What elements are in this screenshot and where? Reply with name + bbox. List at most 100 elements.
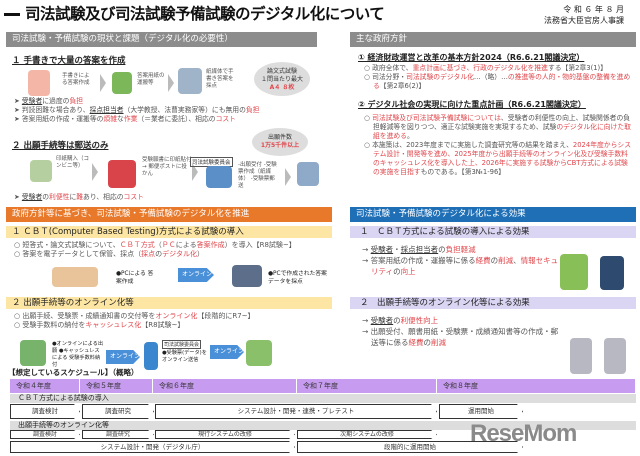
bullet-text: 答案を電子データとして保管、採点（	[22, 250, 142, 258]
highlight-text: 難	[76, 193, 84, 201]
person-pc-illustration	[570, 338, 592, 374]
bullet-text: の	[438, 245, 446, 254]
bullet-text: （＝業者に委託）、相応の	[137, 115, 216, 123]
highlight-text: 経費	[408, 338, 424, 347]
online-arrow: オンライン	[178, 268, 214, 282]
bubble-line: 出願件数	[267, 134, 292, 141]
section-header-policy: 主な政府方針	[350, 32, 636, 47]
effect2-bullets: → 受験者の利便性向上 → 出願受付、願書用紙・受験票・成績通知書等の作成・郵送等…	[362, 315, 562, 348]
title-text: 司法試験及び司法試験予備試験のデジタル化について	[25, 5, 385, 23]
bullet-text: の	[42, 193, 50, 201]
resemom-watermark-logo: ReseMom	[470, 420, 577, 447]
bullet-text: 受験者	[21, 193, 43, 201]
highlight-text: 司法試験のデジタル化	[406, 73, 474, 81]
bullet-text: 【段階的にR7~】	[197, 312, 255, 320]
bullet-text: 出願受付、願書用紙・受験票・成績通知書等の作成・郵送等に係る	[370, 327, 559, 347]
highlight-text: 利便性向上	[400, 316, 439, 325]
bullet-item: ➤ 受験者に過度の負担	[14, 97, 84, 105]
bullet-text: ）	[197, 250, 205, 258]
date-block: 令 和 ６ 年 ８ 月法務省大臣官房人事課	[544, 4, 624, 26]
phase-arrow: 次期システムの改修	[297, 430, 437, 439]
page-title: 司法試験及び司法試験予備試験のデジタル化について	[4, 2, 385, 24]
year-header: 令和６年度	[153, 379, 297, 393]
highlight-text: 重点計画に基づき、行政のデジタル化を推進	[412, 64, 548, 72]
bullet-text: 本施策は、2023年度までに実施した調査研究等の結果を踏まえ、	[372, 141, 573, 149]
carrying-illustration	[112, 72, 132, 94]
online-heading: ２ 出願手続等のオンライン化等	[6, 297, 332, 309]
phase-arrow: 調査検討	[10, 404, 80, 419]
bullet-text: 採点担当者	[400, 245, 439, 254]
bubble-emphasis: A４ ８枚	[269, 84, 295, 91]
highlight-text: 作業	[123, 115, 138, 123]
bullet-text: 政府全体で、	[372, 64, 413, 72]
organization: 法務省大臣官房人事課	[544, 16, 624, 25]
section-header-promote: 政府方針等に基づき、司法試験・予備試験のデジタル化を推進	[6, 207, 332, 222]
chevron-right-icon	[100, 74, 106, 92]
title-dash-icon	[4, 13, 20, 16]
bullet-text: 受験手数料の納付を	[22, 321, 86, 329]
bullet-text: の	[155, 250, 163, 258]
bullet-text: 判読困難な場合あり、	[21, 106, 90, 114]
bullet-text: に	[69, 193, 77, 201]
convenience-store-illustration	[30, 160, 52, 182]
bullet-item: ○ 短答式・論文式試験について、ＣＢＴ方式（ＰＣによる答案作成）を導入【R8試験…	[14, 241, 296, 249]
cbt-note-grading: ●PCで作成された答案 データを採点	[268, 271, 327, 285]
students-writing-illustration	[28, 70, 50, 96]
highlight-text: コスト	[215, 115, 236, 123]
bubble-line: 論文式試験	[266, 68, 297, 75]
online-arrow: オンライン	[106, 350, 140, 364]
bullet-item: ➤ 答案用紙の作成・運搬等の煩雑な作業（＝業者に委託）、相応のコスト	[14, 115, 236, 123]
bullet-text: …（略）…	[473, 73, 508, 81]
highlight-text: 負担軽減	[445, 245, 476, 254]
step-text: 印紙購入（コンビニ等）	[56, 156, 90, 169]
online-arrow: オンライン	[210, 345, 244, 359]
highlight-text: コスト	[123, 193, 144, 201]
schedule-row-cbt: ＣＢＴ方式による試験の導入	[10, 394, 636, 403]
highlight-text: のデジタル化に向けた取組を進める	[373, 123, 631, 140]
bullet-text: 受験者	[370, 316, 394, 325]
bullet-text: 【第2章6(2)】	[379, 82, 426, 90]
bullet-text: （大学教授、法曹実務家等）にも無用の	[123, 106, 246, 114]
highlight-text: 司法試験及び司法試験予備試験については	[372, 114, 501, 122]
applicant-receive-illustration	[246, 340, 272, 366]
year-header: 令和４年度	[10, 379, 80, 393]
bullet-item: ○ 司法試験及び司法試験予備試験については、受験者の利便性の向上、試験関係者の負…	[364, 114, 631, 140]
bullet-text: 【R8試験~】	[141, 321, 185, 329]
highlight-text: 削減	[431, 338, 446, 347]
item1-heading: １ 手書きで大量の答案を作成	[12, 56, 126, 66]
highlight-text: オンライン化	[155, 312, 198, 320]
bullet-text: （	[154, 241, 162, 249]
grader-illustration	[178, 68, 202, 94]
building-illustration	[144, 342, 158, 370]
bullet-text: 、受験者の利便性の向上、試験関係者の負担軽減等を図りつつ、適正な試験実施を実現す…	[373, 114, 631, 131]
online-note-applicant: ●オンラインによる出願 ●キャッシュレスによる 受験手数料納付	[52, 341, 104, 368]
committee-label: 司法試験委員会	[162, 340, 202, 349]
highlight-text: 煩雑	[103, 115, 118, 123]
bullet-text: ）を導入【R8試験~】	[224, 241, 296, 249]
phase-arrow: システム設計・開発・連携・プレテスト	[155, 404, 437, 419]
bullet-text: 、	[513, 256, 521, 265]
phase-arrow: 調査研究	[82, 404, 154, 419]
step-text: 答案用紙の運搬等	[137, 73, 165, 86]
bullet-item: ○ 受験手数料の納付をキャッシュレス化【R8試験~】	[14, 321, 185, 329]
highlight-text: キャッシュレス化	[85, 321, 142, 329]
step-text: 受験願書に印紙貼付 → 郵便ポストに投かん	[142, 157, 192, 177]
bullet-text: 出願手続、受験票・成績通知書の交付等を	[22, 312, 156, 320]
schedule-title: 【想定しているスケジュール】（概略）	[8, 368, 139, 377]
bullet-item: ➤ 判読困難な場合あり、採点担当者（大学教授、法曹実務家等）にも無用の負担	[14, 106, 260, 114]
online-note-ticket: ●受験票(データ)を オンライン送信	[162, 350, 207, 363]
bullet-text: な	[117, 115, 124, 123]
step-text: 紙媒体で手書き答案を採点	[206, 69, 234, 89]
bullet-text: 受験者	[370, 245, 394, 254]
bullet-item: → 受験者の利便性向上	[362, 316, 439, 325]
bullet-item: → 答案用紙の作成・運搬等に係る経費の削減、情報セキュリティの向上	[362, 256, 559, 276]
bullet-item: → 出願受付、願書用紙・受験票・成績通知書等の作成・郵送等に係る経費の削減	[362, 327, 559, 347]
policy2-bullets: ○ 司法試験及び司法試験予備試験については、受験者の利便性の向上、試験関係者の負…	[364, 114, 632, 177]
highlight-text: 2024年度からシステム設計・開発等を進め、2025年度から出願手続等のオンライ…	[373, 141, 631, 176]
highlight-text: ＰＣ	[161, 241, 176, 249]
bubble-line: １問当たり最大	[260, 76, 303, 83]
bullet-text: する【第2章3(1)】	[547, 64, 607, 72]
highlight-text: デジタル化	[162, 250, 198, 258]
bullet-text: の	[490, 256, 499, 265]
highlight-text: 情報セキュリティ	[371, 256, 559, 276]
